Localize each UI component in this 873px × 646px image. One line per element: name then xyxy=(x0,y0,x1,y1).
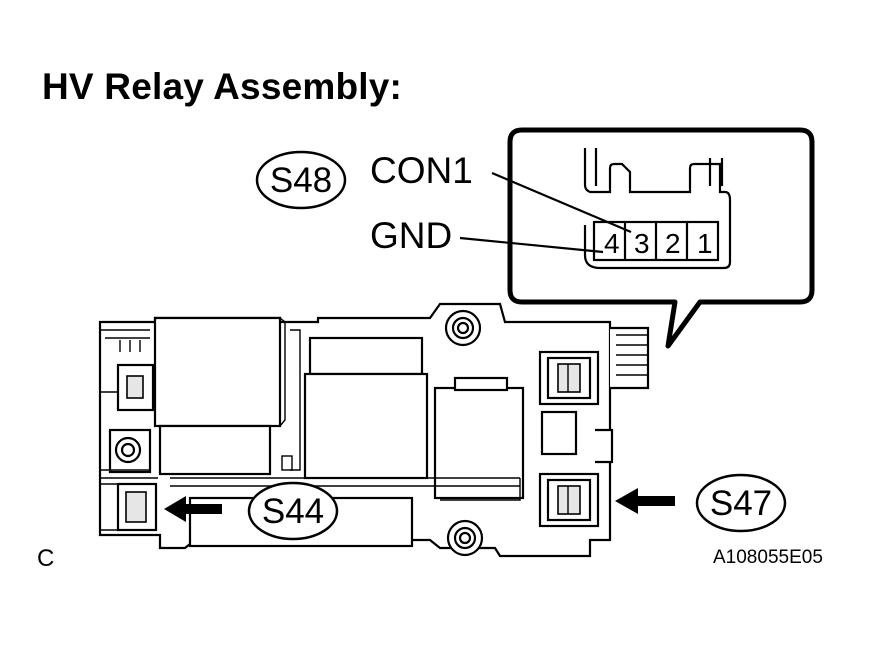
pin-numbers: 4 3 2 1 xyxy=(604,228,713,259)
connector-label-s47: S47 xyxy=(710,484,772,523)
arrow-to-s44 xyxy=(164,496,222,522)
terminal-label-con1: CON1 xyxy=(370,150,473,191)
connector-label-s48: S48 xyxy=(270,161,332,200)
connector-label-s44: S44 xyxy=(262,492,324,531)
corner-letter: C xyxy=(37,545,55,572)
pin-1-label: 1 xyxy=(697,228,713,259)
terminal-label-gnd: GND xyxy=(370,215,452,256)
connector-callout xyxy=(507,127,815,349)
pin-4-label: 4 xyxy=(604,228,620,259)
connector-oval-s44: S44 xyxy=(247,481,339,541)
connector-oval-s47: S47 xyxy=(695,473,787,533)
relay-assembly-body xyxy=(98,302,650,558)
diagram-title: HV Relay Assembly: xyxy=(42,66,403,107)
arrow-to-s47 xyxy=(615,488,675,514)
figure-id: A108055E05 xyxy=(713,547,823,568)
leader-lines xyxy=(459,171,632,254)
connector-oval-s48: S48 xyxy=(255,150,347,210)
pin-3-label: 3 xyxy=(634,228,650,259)
pin-2-label: 2 xyxy=(665,228,681,259)
